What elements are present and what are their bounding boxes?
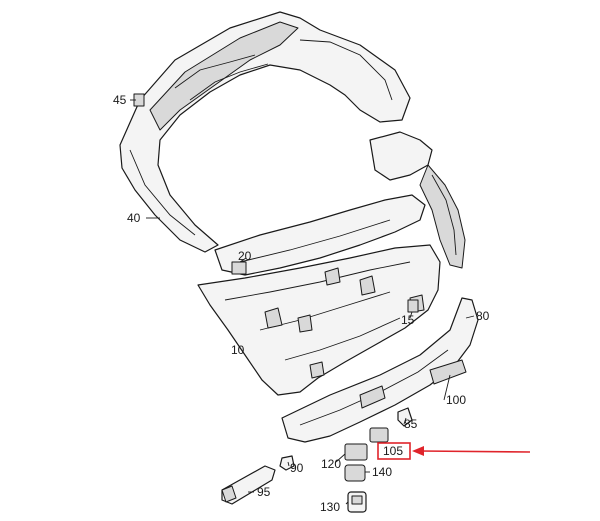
clip-15 [407, 299, 419, 313]
callout-85: 85 [404, 417, 418, 431]
callout-130: 130 [320, 500, 340, 514]
callout-80: 80 [476, 309, 490, 323]
highlight-arrow [419, 450, 531, 453]
highlight-box [377, 442, 411, 460]
bottom-sill-cover [281, 297, 479, 443]
callout-40: 40 [127, 211, 141, 225]
callout-labels: 45 40 20 10 15 80 100 85 105 120 140 90 … [113, 93, 490, 514]
upper-trim-frame-40 [119, 11, 411, 253]
lower-trim-panel-10 [197, 244, 441, 396]
callout-45: 45 [113, 93, 127, 107]
middle-crossbar [214, 194, 426, 276]
callout-15: 15 [401, 313, 415, 327]
callout-10: 10 [231, 343, 245, 357]
fastener-85 [397, 407, 413, 427]
unit-130 [347, 491, 367, 513]
callout-140: 140 [372, 465, 392, 479]
highlight-arrow-head [412, 446, 424, 456]
plug-95 [221, 465, 276, 505]
camera-140 [344, 464, 366, 482]
switch-105 [369, 427, 389, 443]
housing-120 [344, 443, 368, 461]
clip-20 [231, 261, 247, 275]
callout-100: 100 [446, 393, 466, 407]
clamp-90 [279, 455, 295, 471]
side-strip-right [369, 131, 466, 269]
callout-105: 105 [383, 444, 403, 458]
callout-20: 20 [238, 249, 252, 263]
leader-lines [130, 99, 475, 505]
callout-90: 90 [290, 461, 304, 475]
callout-120: 120 [321, 457, 341, 471]
callout-95: 95 [257, 485, 271, 499]
